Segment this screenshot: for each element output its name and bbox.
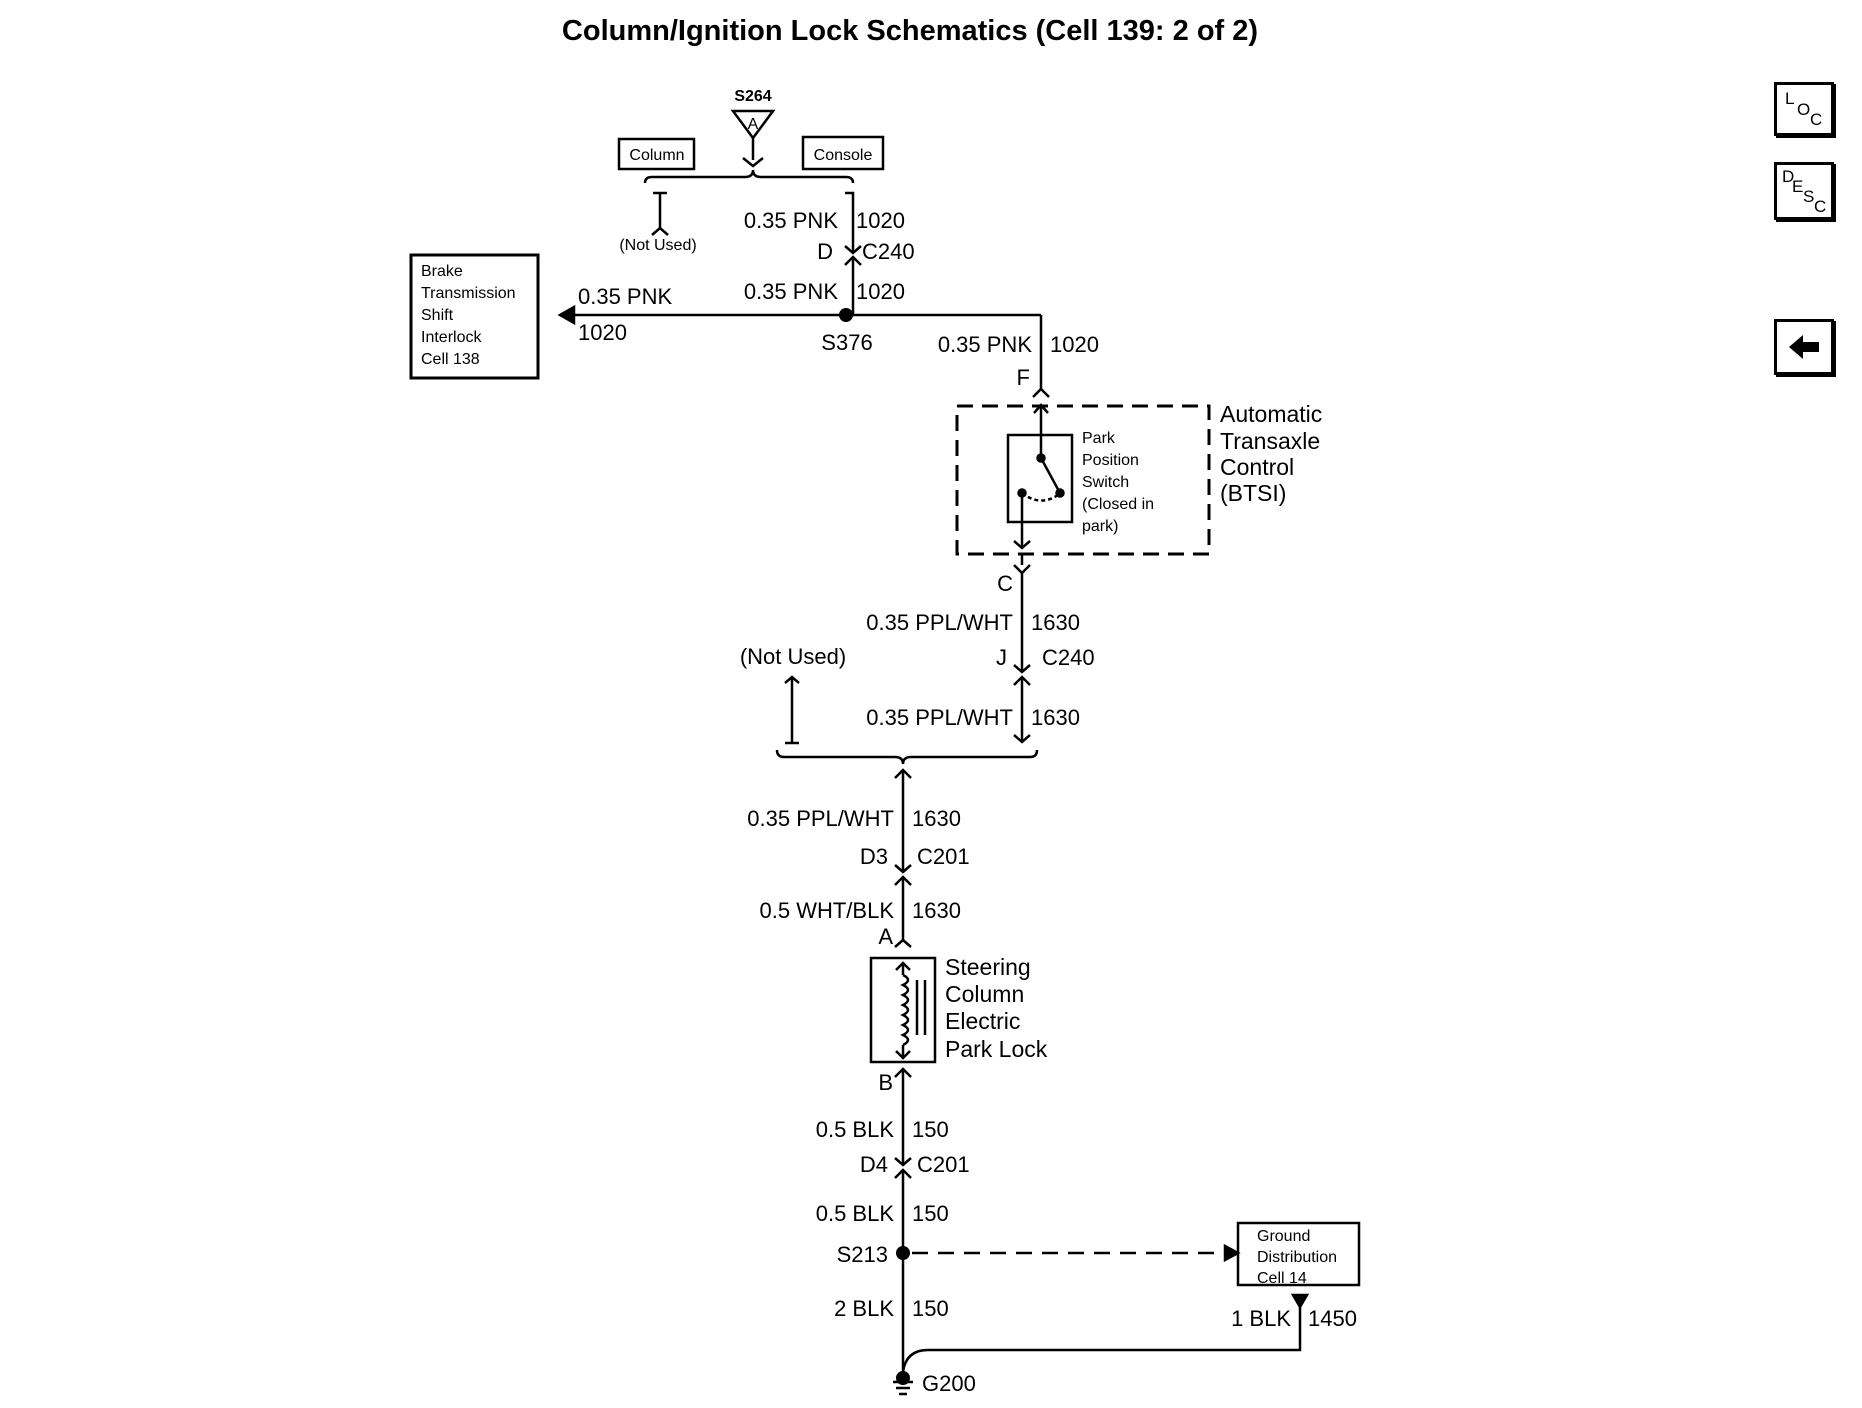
switch-label-1: Park [1082,430,1116,447]
desc-letter-s: S [1803,187,1815,206]
back-button[interactable] [1774,319,1834,375]
desc-letter-c: C [1814,197,1827,216]
not-used-mid: (Not Used) [740,644,846,669]
circuit-1630-b: 1630 [1031,705,1080,730]
wire-ppl-wht-c: 0.35 PPL/WHT [747,806,894,831]
atc-label-1: Automatic [1220,401,1322,427]
btsi-box [409,253,540,380]
column-label: Column [629,147,684,164]
wire-blk-b: 0.5 BLK [816,1201,895,1226]
left-arrow-icon [1789,335,1819,359]
console-label-box [801,135,885,171]
circuit-150-b: 150 [912,1201,949,1226]
circuit-1630-a: 1630 [1031,610,1080,635]
pin-b: B [878,1070,893,1095]
circuit-1020-left: 1020 [578,320,627,345]
steering-column-electric-park-lock [869,956,937,1064]
ground-box-line-3: Cell 14 [1257,1270,1307,1287]
page-title: Column/Ignition Lock Schematics (Cell 13… [562,15,1258,47]
automatic-transaxle-control-box [955,404,1211,556]
lock-label-4: Park Lock [945,1036,1048,1062]
btsi-line-3: Shift [421,307,454,324]
circuit-150-a: 150 [912,1117,949,1142]
s213-label: S213 [837,1242,888,1267]
atc-label-4: (BTSI) [1220,480,1286,506]
circuit-150-c: 150 [912,1296,949,1321]
console-label: Console [814,147,873,164]
s213-splice-dot [896,1246,910,1260]
loc-letter-o: O [1797,100,1811,119]
wire-wht-blk: 0.5 WHT/BLK [760,898,895,923]
s264-letter: A [748,116,759,133]
desc-button[interactable]: D E S C [1774,162,1834,220]
switch-label-5: park) [1082,518,1118,535]
wire-ppl-wht-a: 0.35 PPL/WHT [866,610,1013,635]
pin-a: A [878,924,893,949]
connector-c240-a: C240 [862,239,915,264]
connector-c240-b: C240 [1042,645,1095,670]
pin-c: C [997,571,1013,596]
s264-symbol [730,109,776,141]
g200-ground-dot [896,1371,910,1385]
ground-box-line-2: Distribution [1257,1249,1337,1266]
desc-letter-d: D [1782,167,1795,186]
lock-label-3: Electric [945,1008,1020,1034]
loc-letter-c: C [1810,110,1823,129]
connector-c201-b: C201 [917,1152,970,1177]
s376-splice-dot [839,308,853,322]
pin-j: J [996,645,1007,670]
wire-blk-a: 0.5 BLK [816,1117,895,1142]
ground-distribution-box [1236,1221,1361,1287]
g200-label: G200 [922,1371,976,1396]
btsi-line-5: Cell 138 [421,351,480,368]
pin-f: F [1017,365,1030,390]
switch-label-3: Switch [1082,474,1129,491]
lock-label-1: Steering [945,954,1031,980]
wire-1blk: 1 BLK [1231,1306,1291,1331]
circuit-1020-b: 1020 [856,279,905,304]
btsi-line-2: Transmission [421,285,516,302]
pin-d4: D4 [860,1152,888,1177]
wiring [557,109,1310,1396]
pin-d3: D3 [860,844,888,869]
wire-pnk-left: 0.35 PNK [578,284,672,309]
top-bracket [643,169,855,184]
btsi-line-4: Interlock [421,329,482,346]
wire-pnk-b: 0.35 PNK [744,279,838,304]
btsi-line-1: Brake [421,263,463,280]
circuit-1630-c: 1630 [912,806,961,831]
loc-button[interactable]: L O C [1774,82,1834,136]
not-used-top: (Not Used) [619,237,696,254]
s376-label: S376 [821,330,872,355]
connector-c201-a: C201 [917,844,970,869]
ground-box-line-1: Ground [1257,1228,1310,1245]
circuit-1020-right: 1020 [1050,332,1099,357]
column-label-box [617,137,696,171]
park-lock-coil [900,973,910,1047]
circuit-1450: 1450 [1308,1306,1357,1331]
circuit-1020-a: 1020 [856,208,905,233]
switch-label-4: (Closed in [1082,496,1154,513]
atc-label-2: Transaxle [1220,428,1320,454]
wire-pnk-a: 0.35 PNK [744,208,838,233]
mid-bracket [775,749,1039,765]
lock-label-2: Column [945,981,1024,1007]
desc-letter-e: E [1792,177,1804,196]
btsi-arrow [557,304,576,326]
wire-pnk-right: 0.35 PNK [938,332,1032,357]
switch-label-2: Position [1082,452,1139,469]
loc-letter-l: L [1785,89,1795,108]
atc-label-3: Control [1220,454,1294,480]
wire-ppl-wht-b: 0.35 PPL/WHT [866,705,1013,730]
circuit-1630-d: 1630 [912,898,961,923]
s264-label: S264 [734,88,771,105]
pin-d: D [817,239,833,264]
wire-2blk: 2 BLK [834,1296,894,1321]
